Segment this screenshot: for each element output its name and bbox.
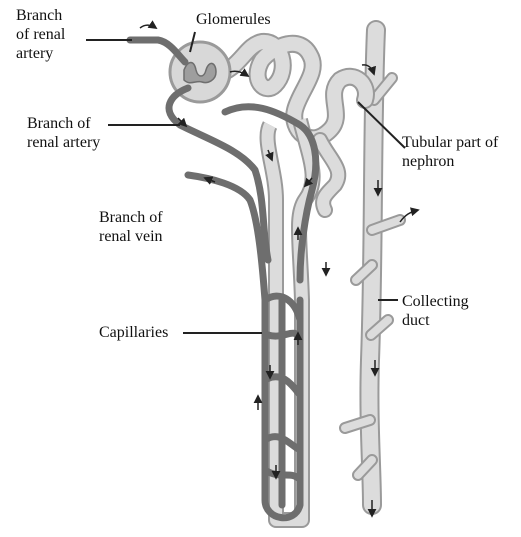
- tubule: [215, 42, 366, 520]
- label-tubular: Tubular part of nephron: [402, 133, 498, 171]
- label-capillaries: Capillaries: [99, 323, 168, 342]
- label-artery-top: Branch of renal artery: [16, 6, 65, 63]
- label-glomerules: Glomerules: [196, 10, 271, 29]
- label-vein: Branch of renal vein: [99, 208, 163, 246]
- capillary-network: [169, 88, 316, 518]
- label-collecting-duct: Collecting duct: [402, 292, 469, 330]
- label-artery-mid: Branch of renal artery: [27, 114, 100, 152]
